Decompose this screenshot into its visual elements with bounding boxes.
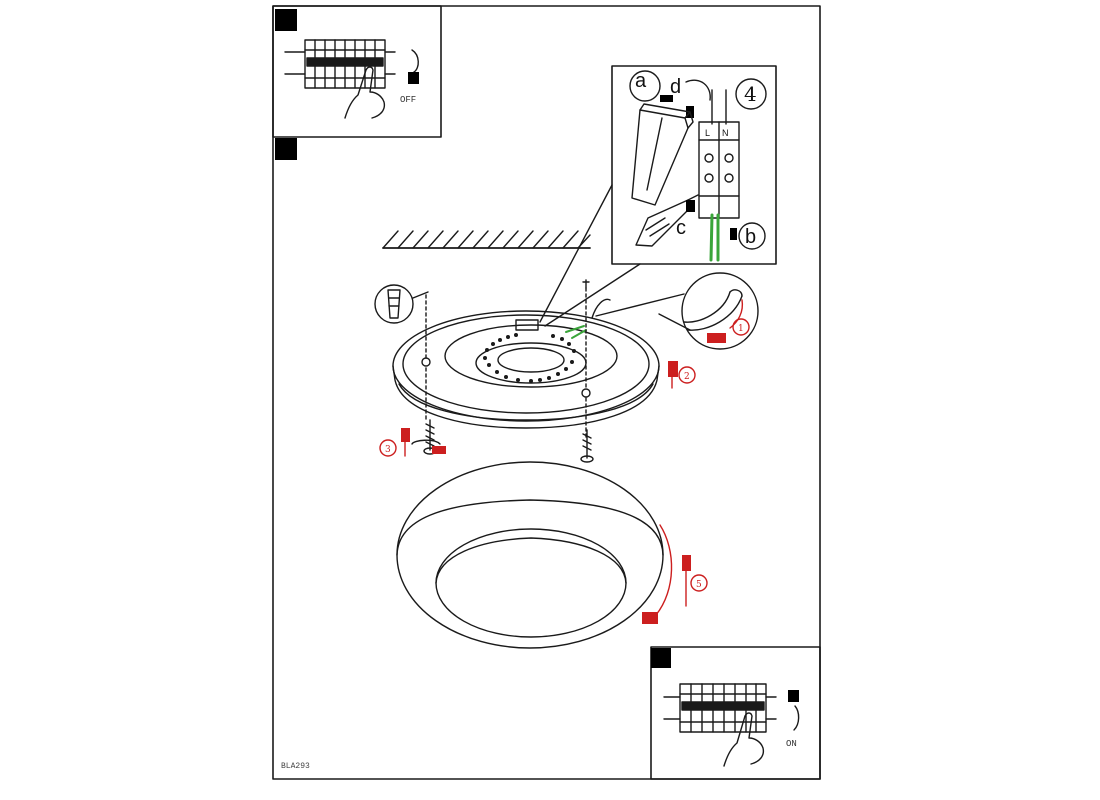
- earth-wire: [709, 213, 720, 262]
- hand-pointer-icon: [723, 712, 765, 767]
- step1-detail: 1: [595, 272, 759, 350]
- mounting-bracket: [631, 103, 694, 206]
- detail-frame: [611, 65, 777, 265]
- inset-power-on: ON: [650, 646, 821, 780]
- step3-label: 3: [385, 445, 391, 455]
- marker-a: [660, 95, 673, 102]
- step-circle-4: [735, 78, 767, 110]
- step2-label: 2: [684, 372, 690, 382]
- off-label: OFF: [400, 95, 416, 105]
- detail-label-c: c: [676, 217, 686, 239]
- terminal-n: N: [722, 128, 729, 138]
- ceiling: [382, 230, 591, 249]
- screw-hole-left: [421, 357, 431, 367]
- switch-on-marker: [788, 690, 799, 702]
- detail-circle-a: [629, 70, 661, 102]
- step5-label: 5: [696, 580, 702, 590]
- outer-frame: [272, 5, 821, 780]
- step2-circle: [678, 366, 696, 384]
- inset-power-off: OFF: [272, 5, 442, 138]
- supply-cable: [591, 298, 611, 319]
- step-marker-off: [275, 9, 297, 31]
- detail-label-d: d: [670, 76, 681, 98]
- step-marker-main: [275, 138, 297, 160]
- switch-off-marker: [408, 72, 419, 84]
- callout-line: [539, 184, 613, 323]
- screw-icon: [580, 429, 594, 463]
- wiring-detail-inset: a d 4 c: [539, 65, 777, 327]
- switch-arrow: [793, 705, 800, 731]
- screw-icon: [423, 419, 437, 455]
- earth-wire-base: [565, 325, 587, 339]
- step1-circle: [732, 318, 750, 336]
- step3-circle: [379, 439, 397, 457]
- switch-arrow: [411, 49, 419, 73]
- step5-annotation: 5: [642, 524, 708, 624]
- breaker-panel-icon: [663, 683, 777, 733]
- step3-annotation: 3: [379, 428, 446, 457]
- step2-annotation: 2: [668, 361, 696, 389]
- callout-line: [544, 263, 641, 327]
- terminal-on-base: [515, 319, 539, 331]
- step1-marker: [707, 333, 726, 343]
- detail-label-b: b: [745, 226, 756, 248]
- detail-label-a: a: [635, 70, 647, 92]
- document-code: BLA293: [281, 762, 310, 771]
- on-label: ON: [786, 739, 797, 749]
- hand-pointer-icon: [344, 66, 386, 119]
- step1-label: 1: [738, 324, 744, 334]
- screw-hole-right: [581, 388, 591, 398]
- connector-ring: [483, 333, 576, 383]
- marker-c: [686, 200, 695, 212]
- circle-arc: [685, 79, 711, 101]
- terminal-block-icon: L N: [698, 89, 740, 219]
- step-marker-on: [651, 648, 671, 668]
- terminal-l: L: [705, 128, 710, 138]
- inset-off-frame: [272, 5, 442, 138]
- step1-arrow: [729, 299, 744, 329]
- diffuser-cover: [396, 461, 664, 649]
- detail-circle-b: [738, 222, 766, 250]
- screw-top-right: [582, 279, 590, 289]
- step-label-4: 4: [744, 82, 757, 106]
- wall-plug-icon: [374, 284, 429, 324]
- breaker-panel-icon: [284, 39, 396, 89]
- step5-circle: [690, 574, 708, 592]
- inset-on-frame: [650, 646, 821, 780]
- mounting-base: [392, 287, 660, 441]
- marker-b: [730, 228, 737, 240]
